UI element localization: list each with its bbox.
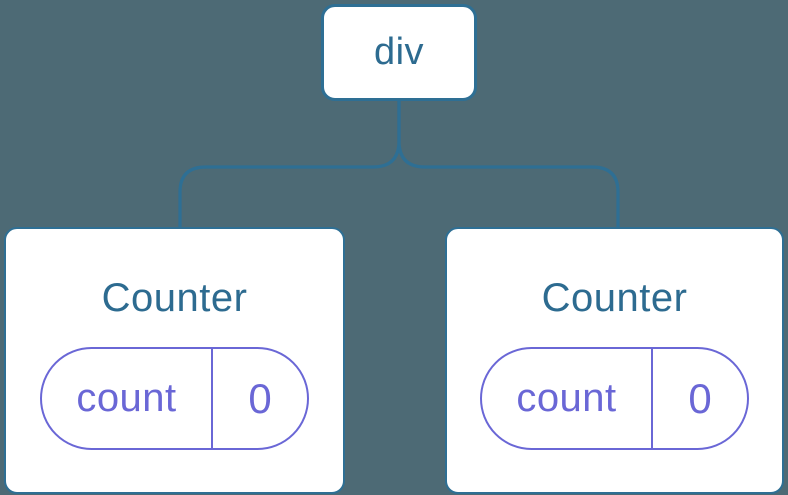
edge-root-to-right-child: [397, 100, 620, 228]
counter-node-right: Counter count 0: [445, 227, 784, 494]
root-node-label: div: [373, 31, 425, 73]
state-value-left: 0: [248, 374, 272, 422]
counter-node-left: Counter count 0: [4, 227, 345, 494]
root-node: div: [321, 4, 477, 101]
counter-node-left-title: Counter: [101, 276, 248, 320]
state-pill-right: count 0: [480, 347, 749, 450]
state-key-left: count: [42, 349, 213, 448]
state-pill-left: count 0: [40, 347, 309, 450]
counter-node-right-title: Counter: [541, 276, 688, 320]
state-value-right: 0: [688, 374, 712, 422]
state-key-right: count: [482, 349, 653, 448]
edge-root-to-left-child: [178, 100, 401, 228]
